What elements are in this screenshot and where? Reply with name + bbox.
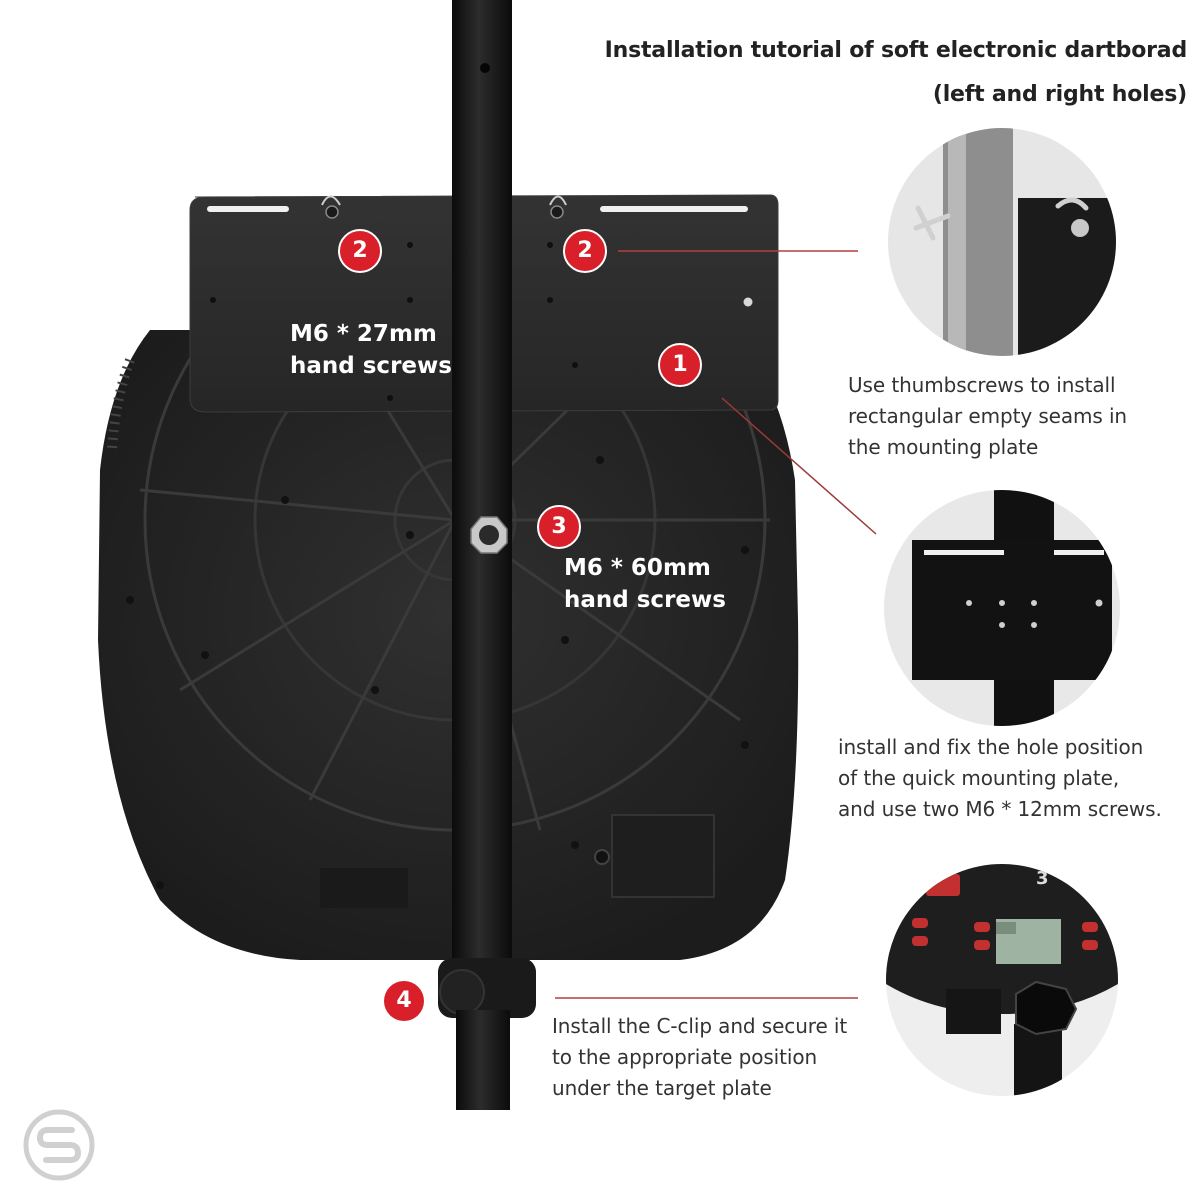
step-badge-2-left: 2 (338, 229, 382, 273)
caption-thumbscrews-line-3: the mounting plate (848, 435, 1039, 459)
title-line-1: Installation tutorial of soft electronic… (604, 38, 1188, 63)
m6-60mm-label: M6 * 60mm hand screws (564, 552, 726, 616)
caption-quick-plate: install and fix the hole position of the… (838, 732, 1162, 825)
step-badge-1: 1 (658, 343, 702, 387)
caption-thumbscrews: Use thumbscrews to install rectangular e… (848, 370, 1127, 463)
caption-quick-plate-line-2: of the quick mounting plate, (838, 766, 1120, 790)
leader-line-1 (721, 397, 877, 535)
caption-thumbscrews-line-1: Use thumbscrews to install (848, 373, 1116, 397)
caption-thumbscrews-line-2: rectangular empty seams in (848, 404, 1128, 428)
brand-logo-icon (23, 1109, 95, 1181)
callout-thumbscrew-closeup (888, 128, 1116, 356)
svg-text:3: 3 (1036, 868, 1049, 889)
title-line-2: (left and right holes) (932, 82, 1187, 107)
callout-c-clip-closeup: 3 (886, 864, 1118, 1096)
caption-quick-plate-line-1: install and fix the hole position (838, 735, 1144, 759)
m6-27mm-line-2: hand screws (290, 353, 452, 379)
step-badge-4: 4 (384, 981, 424, 1021)
m6-60mm-line-2: hand screws (564, 587, 726, 613)
callout-mounting-plate (884, 490, 1120, 726)
caption-c-clip-line-2: to the appropriate position (552, 1045, 818, 1069)
caption-c-clip-line-1: Install the C-clip and secure it (552, 1014, 848, 1038)
caption-c-clip: Install the C-clip and secure it to the … (552, 1011, 847, 1104)
dartboard-illustration (98, 0, 799, 1110)
m6-27mm-line-1: M6 * 27mm (290, 321, 437, 347)
m6-60mm-line-1: M6 * 60mm (564, 555, 711, 581)
step-badge-3: 3 (537, 505, 581, 549)
stand-pole (438, 0, 536, 1110)
step-badge-2-right: 2 (563, 229, 607, 273)
caption-quick-plate-line-3: and use two M6 * 12mm screws. (838, 797, 1162, 821)
caption-c-clip-line-3: under the target plate (552, 1076, 772, 1100)
m6-27mm-label: M6 * 27mm hand screws (290, 318, 452, 382)
